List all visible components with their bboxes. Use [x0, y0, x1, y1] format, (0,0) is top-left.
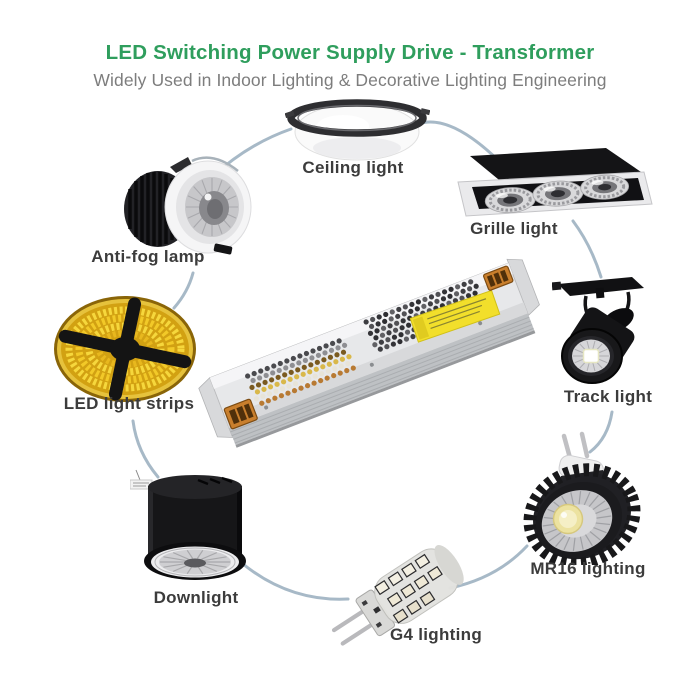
page-subtitle: Widely Used in Indoor Lighting & Decorat…: [93, 70, 607, 90]
mr16-lighting-image: [523, 431, 641, 569]
ceiling-light-image: [284, 99, 431, 161]
grille-light-label: Grille light: [470, 219, 558, 238]
anti-fog-lamp-label: Anti-fog lamp: [91, 247, 205, 266]
ceiling-light-item: [284, 96, 431, 171]
track-light-label: Track light: [563, 387, 653, 406]
track-light-image: [551, 277, 644, 384]
arc-segment-mr16-g4: [448, 544, 529, 590]
downlight-item: [129, 466, 256, 596]
g4-lighting-item: [318, 533, 468, 666]
anti-fog-lamp-item: [118, 145, 253, 262]
ceiling-light-label: Ceiling light: [302, 158, 404, 177]
power-supply-image: [198, 258, 540, 448]
power-supply-item: [192, 252, 552, 462]
led-light-strips-label: LED light strips: [63, 394, 195, 413]
arc-segment-track-mr16: [588, 410, 614, 454]
grille-light-item: [448, 140, 655, 240]
mr16-lighting-label: MR16 lighting: [530, 559, 646, 578]
anti-fog-lamp-image: [124, 156, 252, 255]
led-light-strips-image: [54, 296, 196, 402]
arc-segment-grille-track: [571, 219, 603, 279]
track-light-item: [551, 274, 654, 397]
page-title: LED Switching Power Supply Drive - Trans…: [105, 41, 595, 64]
arc-segment-antifog-ledstrips: [172, 271, 195, 310]
g4-lighting-image: [331, 545, 464, 646]
mr16-lighting-item: [515, 430, 650, 570]
g4-lighting-label: G4 lighting: [389, 625, 483, 644]
arc-segment-ledstrips-downlight: [131, 419, 160, 479]
downlight-label: Downlight: [153, 588, 239, 607]
grille-light-image: [457, 148, 653, 217]
downlight-image: [129, 469, 246, 580]
arc-segment-g4-downlight: [241, 562, 350, 601]
led-light-strips-item: [50, 295, 200, 410]
